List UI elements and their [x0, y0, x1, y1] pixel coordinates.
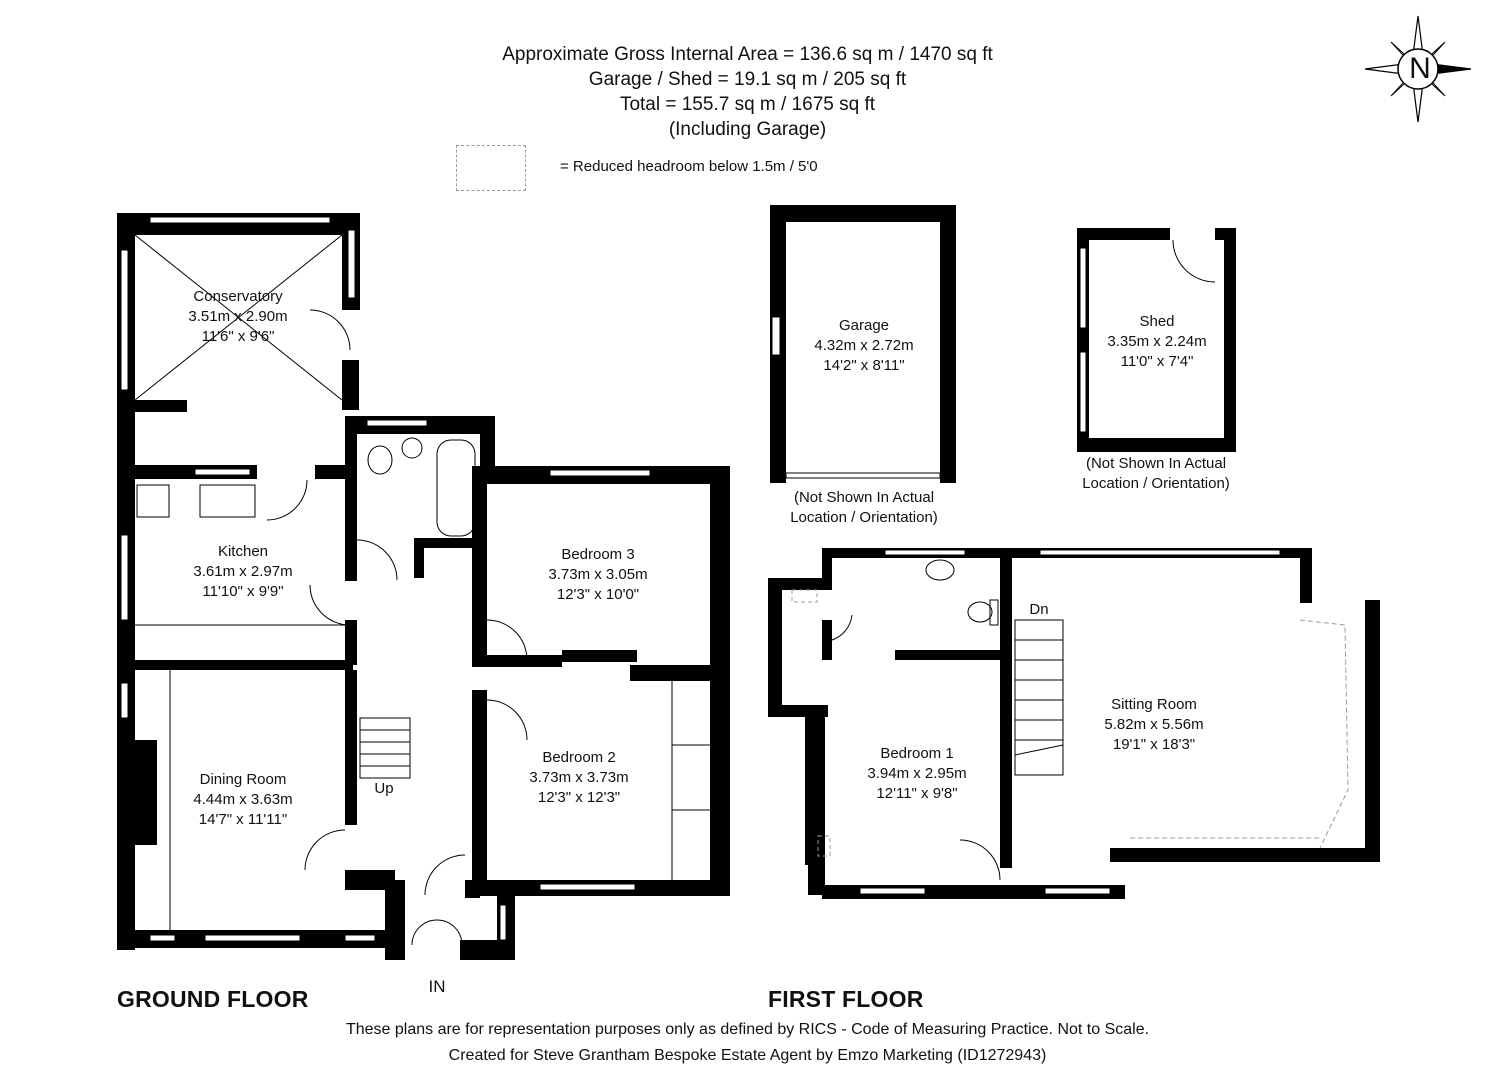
first-floor-windows [859, 549, 1281, 895]
first-floor-fixtures [791, 559, 1349, 881]
room-metric: 3.94m x 2.95m [867, 765, 967, 782]
reduced-headroom-legend-text: = Reduced headroom below 1.5m / 5'0 [560, 158, 818, 175]
room-name: Shed [1139, 313, 1175, 330]
room-bedroom-1: Bedroom 1 3.94m x 2.95m 12'11" x 9'8" [867, 744, 966, 804]
ground-floor-fixtures [134, 234, 710, 946]
room-name: Bedroom 2 [542, 749, 616, 766]
room-metric: 3.35m x 2.24m [1107, 333, 1207, 350]
first-floor-walls [768, 548, 1380, 899]
room-bedroom-3: Bedroom 3 3.73m x 3.05m 12'3" x 10'0" [548, 545, 647, 605]
room-name: Bedroom 1 [880, 745, 954, 762]
stairs-up-label: Up [374, 780, 394, 797]
shed-outline [1077, 228, 1236, 452]
room-imperial: 19'1" x 18'3" [1112, 736, 1196, 753]
including-garage-text: (Including Garage) [668, 119, 827, 140]
room-metric: 4.44m x 3.63m [193, 791, 293, 808]
room-metric: 5.82m x 5.56m [1104, 716, 1204, 733]
room-metric: 3.51m x 2.90m [188, 308, 288, 325]
ground-floor-windows [120, 216, 651, 942]
room-imperial: 11'10" x 9'9" [202, 583, 284, 600]
compass-icon [1364, 15, 1472, 123]
room-dining: Dining Room 4.44m x 3.63m 14'7" x 11'11" [193, 770, 292, 830]
gross-area-text: Approximate Gross Internal Area = 136.6 … [502, 44, 993, 65]
note-line: Location / Orientation) [790, 509, 938, 526]
room-name: Dining Room [199, 771, 287, 788]
room-imperial: 14'7" x 11'11" [198, 811, 288, 828]
room-imperial: 12'11" x 9'8" [876, 785, 958, 802]
room-garage: Garage 4.32m x 2.72m 14'2" x 8'11" [814, 316, 913, 376]
room-sitting: Sitting Room 5.82m x 5.56m 19'1" x 18'3" [1104, 695, 1203, 755]
room-name: Garage [838, 317, 890, 334]
reduced-headroom-legend-swatch [456, 145, 526, 191]
garage-location-note: (Not Shown In Actual Location / Orientat… [790, 488, 938, 528]
disclaimer-text: These plans are for representation purpo… [345, 1021, 1150, 1038]
room-imperial: 14'2" x 8'11" [823, 357, 905, 374]
entrance-label: IN [428, 977, 446, 996]
shed-location-note: (Not Shown In Actual Location / Orientat… [1082, 454, 1230, 494]
room-bedroom-2: Bedroom 2 3.73m x 3.73m 12'3" x 12'3" [529, 748, 628, 808]
total-area-text: Total = 155.7 sq m / 1675 sq ft [619, 94, 876, 115]
room-metric: 3.73m x 3.73m [529, 769, 629, 786]
ground-floor-label: GROUND FLOOR [117, 986, 309, 1012]
room-imperial: 12'3" x 10'0" [556, 586, 640, 603]
room-name: Kitchen [217, 543, 269, 560]
garage-shed-area-text: Garage / Shed = 19.1 sq m / 205 sq ft [588, 69, 907, 90]
garage-outline [770, 205, 956, 483]
room-metric: 4.32m x 2.72m [814, 337, 914, 354]
compass-north-letter: N [1409, 52, 1431, 85]
room-conservatory: Conservatory 3.51m x 2.90m 11'6" x 9'6" [188, 287, 287, 347]
note-line: Location / Orientation) [1082, 475, 1230, 492]
room-metric: 3.73m x 3.05m [548, 566, 648, 583]
room-shed: Shed 3.35m x 2.24m 11'0" x 7'4" [1107, 312, 1206, 372]
room-imperial: 11'6" x 9'6" [201, 328, 275, 345]
room-kitchen: Kitchen 3.61m x 2.97m 11'10" x 9'9" [193, 542, 292, 602]
room-imperial: 11'0" x 7'4" [1120, 353, 1194, 370]
note-line: (Not Shown In Actual [793, 489, 935, 506]
room-name: Conservatory [193, 288, 283, 305]
room-name: Sitting Room [1111, 696, 1197, 713]
first-floor-label: FIRST FLOOR [768, 986, 924, 1012]
room-imperial: 12'3" x 12'3" [537, 789, 621, 806]
stairs-down-label: Dn [1029, 601, 1049, 618]
credit-text: Created for Steve Grantham Bespoke Estat… [448, 1047, 1047, 1064]
area-header: Approximate Gross Internal Area = 136.6 … [0, 42, 1495, 142]
note-line: (Not Shown In Actual [1085, 455, 1227, 472]
room-metric: 3.61m x 2.97m [193, 563, 293, 580]
room-name: Bedroom 3 [561, 546, 635, 563]
